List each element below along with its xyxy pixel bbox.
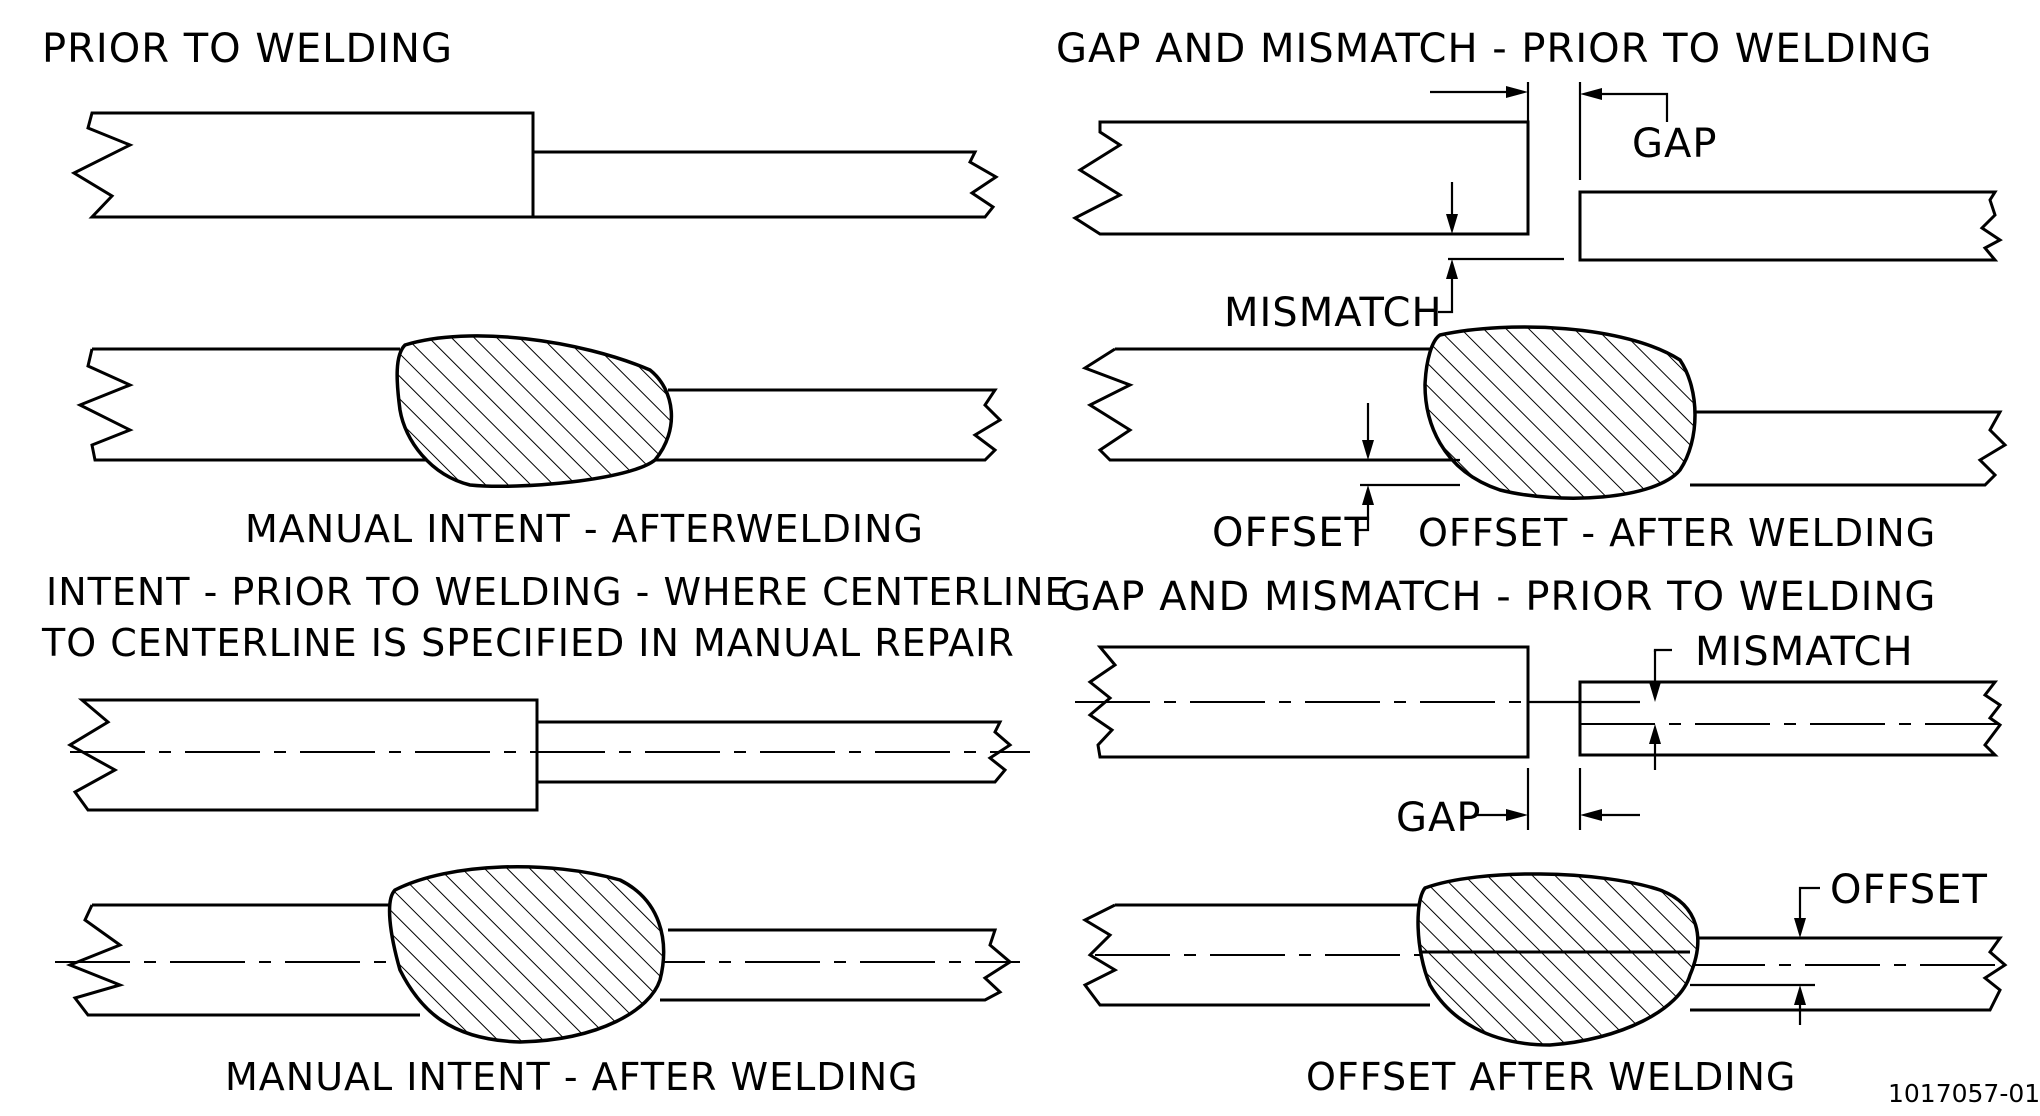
- bottom-left-after-welding: [55, 864, 1020, 1044]
- offset-label: OFFSET: [1212, 510, 1370, 556]
- gap-label: GAP: [1396, 795, 1481, 841]
- bottom-right-before-welding: [1075, 645, 2005, 759]
- panel-top-left: PRIOR TO WELDING MANUAL INTENT - AFTERWE…: [42, 26, 1003, 551]
- thin-plate: [660, 928, 1013, 1002]
- thick-plate: [76, 347, 430, 462]
- panel-bottom-left: INTENT - PRIOR TO WELDING - WHERE CENTER…: [41, 570, 1070, 1099]
- top-right-title: GAP AND MISMATCH - PRIOR TO WELDING: [1056, 26, 1932, 72]
- right-plate: [1578, 190, 2003, 262]
- mismatch-dimension: MISMATCH: [1528, 629, 1914, 770]
- weld-bead: [387, 864, 666, 1044]
- thin-plate: [650, 388, 1003, 462]
- bottom-right-caption: OFFSET AFTER WELDING: [1306, 1055, 1796, 1099]
- top-right-caption: OFFSET - AFTER WELDING: [1418, 511, 1936, 555]
- thin-plate: [533, 150, 999, 219]
- mismatch-label: MISMATCH: [1695, 629, 1914, 675]
- panel-bottom-right: GAP AND MISMATCH - PRIOR TO WELDING MISM…: [1060, 574, 2008, 1099]
- thick-plate: [65, 903, 420, 1017]
- panel-top-right: GAP AND MISMATCH - PRIOR TO WELDING GAP …: [1056, 26, 2008, 556]
- offset-dimension: OFFSET: [1690, 867, 1988, 1025]
- top-left-title: PRIOR TO WELDING: [42, 26, 453, 72]
- top-left-caption: MANUAL INTENT - AFTERWELDING: [245, 507, 924, 551]
- mismatch-label: MISMATCH: [1224, 290, 1443, 336]
- right-plate: [1690, 936, 2008, 1012]
- left-plate: [1087, 645, 1530, 759]
- left-plate: [1081, 347, 1460, 462]
- bottom-right-title: GAP AND MISMATCH - PRIOR TO WELDING: [1060, 574, 1936, 620]
- gap-dimension: GAP: [1396, 768, 1640, 841]
- thick-plate: [67, 698, 539, 812]
- offset-label: OFFSET: [1830, 867, 1988, 913]
- top-left-after-welding: [76, 334, 1003, 488]
- bottom-left-title-line1: INTENT - PRIOR TO WELDING - WHERE CENTER…: [46, 570, 1070, 614]
- top-left-before-welding: [70, 111, 999, 219]
- right-plate: [1690, 410, 2008, 487]
- left-plate: [1081, 903, 1430, 1007]
- gap-label: GAP: [1632, 121, 1717, 167]
- bottom-left-before-welding: [67, 698, 1030, 812]
- bottom-left-title-line2: TO CENTERLINE IS SPECIFIED IN MANUAL REP…: [41, 621, 1015, 665]
- weld-bead: [395, 334, 674, 488]
- gap-dimension: GAP: [1430, 82, 1717, 180]
- offset-dimension: OFFSET: [1212, 403, 1460, 556]
- thick-plate: [70, 111, 535, 219]
- weld-bead: [1416, 872, 1700, 1047]
- mismatch-dimension: MISMATCH: [1224, 182, 1564, 336]
- top-right-after-welding: [1081, 325, 2008, 500]
- left-plate: [1071, 120, 1530, 236]
- top-right-before-welding: [1071, 120, 2003, 262]
- weld-bead: [1423, 325, 1697, 500]
- bottom-right-after-welding: [1081, 872, 2008, 1047]
- figure-id: 1017057-01-C: [1888, 1079, 2040, 1108]
- right-plate: [1578, 680, 2003, 757]
- bottom-left-caption: MANUAL INTENT - AFTER WELDING: [225, 1055, 919, 1099]
